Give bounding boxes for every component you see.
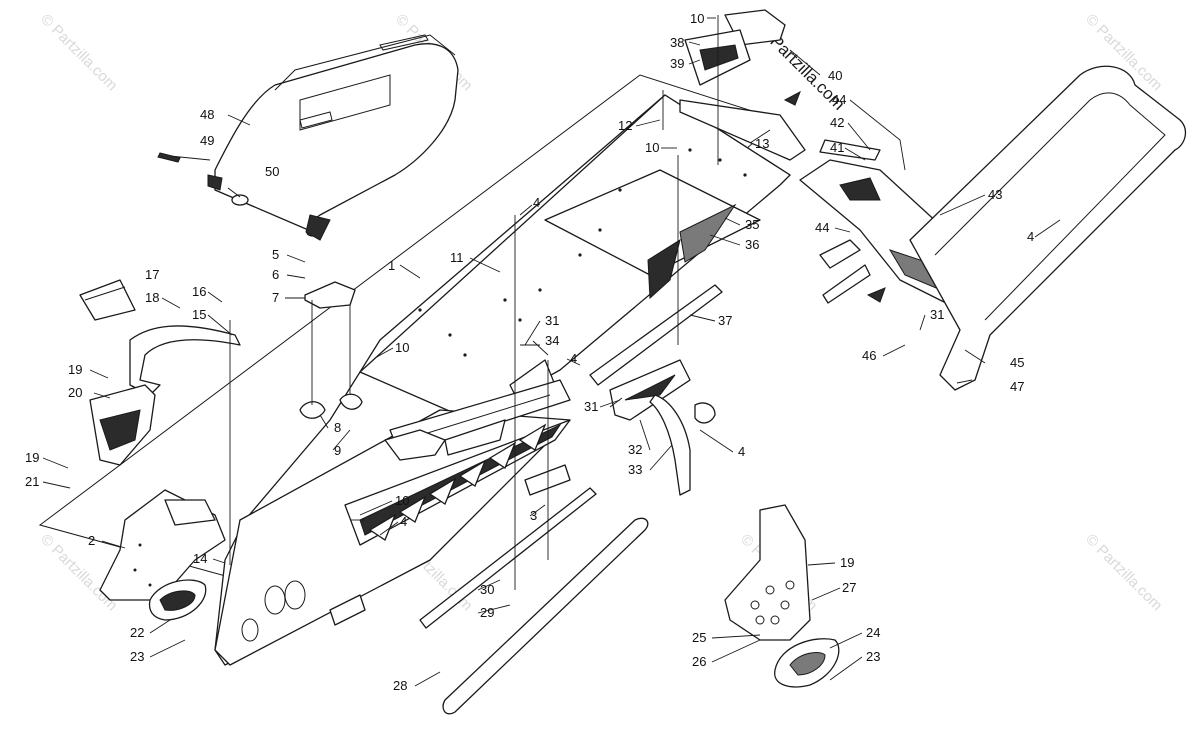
tube-29 [442, 517, 649, 715]
callout-5: 5 [272, 247, 279, 262]
plate-9 [339, 393, 363, 410]
washer-50 [231, 194, 249, 206]
callout-26: 26 [692, 654, 706, 669]
callout-4: 4 [400, 514, 407, 529]
mount-bracket-7 [304, 281, 356, 309]
callout-19: 19 [25, 450, 39, 465]
seat [207, 34, 459, 241]
arrow-indicator [783, 90, 801, 106]
fastener-lines [229, 15, 719, 590]
callout-20: 20 [68, 385, 82, 400]
callout-19: 19 [68, 362, 82, 377]
callout-13: 13 [755, 136, 769, 151]
callout-25: 25 [692, 630, 706, 645]
callout-11: 11 [450, 250, 464, 265]
watermark: © Partzilla.com [37, 11, 120, 94]
callout-4: 4 [570, 351, 577, 366]
callout-39: 39 [670, 56, 684, 71]
callout-18: 18 [145, 290, 159, 305]
callout-35: 35 [745, 217, 759, 232]
callout-16: 16 [192, 284, 206, 299]
callout-33: 33 [628, 462, 642, 477]
callout-23: 23 [866, 649, 880, 664]
callout-19: 19 [840, 555, 854, 570]
callout-38: 38 [670, 35, 684, 50]
callout-17: 17 [145, 267, 159, 282]
callout-45: 45 [1010, 355, 1024, 370]
callout-15: 15 [192, 307, 206, 322]
callout-10: 10 [645, 140, 659, 155]
clip-4 [694, 402, 716, 424]
plate-8 [299, 401, 326, 419]
footrest-plate [724, 504, 811, 641]
callout-3: 3 [530, 508, 537, 523]
callout-23: 23 [130, 649, 144, 664]
callout-31: 31 [584, 399, 598, 414]
callout-22: 22 [130, 625, 144, 640]
callout-24: 24 [866, 625, 880, 640]
bracket-left [99, 489, 226, 601]
tunnel-side [214, 409, 571, 666]
callout-42: 42 [830, 115, 844, 130]
callout-6: 6 [272, 267, 279, 282]
callout-32: 32 [628, 442, 642, 457]
callout-7: 7 [272, 290, 279, 305]
callout-31: 31 [545, 313, 559, 328]
callout-8: 8 [334, 420, 341, 435]
callout-4: 4 [738, 444, 745, 459]
callout-40: 40 [828, 68, 842, 83]
callout-37: 37 [718, 313, 732, 328]
callout-4: 4 [533, 195, 540, 210]
callout-12: 12 [618, 118, 632, 133]
callout-29: 29 [480, 605, 494, 620]
rail-37 [589, 284, 723, 386]
callout-2: 2 [88, 533, 95, 548]
callout-48: 48 [200, 107, 214, 122]
callout-49: 49 [200, 133, 214, 148]
callout-10: 10 [395, 340, 409, 355]
mount-plate [679, 99, 806, 161]
callout-28: 28 [393, 678, 407, 693]
callout-10: 10 [690, 11, 704, 26]
callout-43: 43 [988, 187, 1002, 202]
callout-47: 47 [1010, 379, 1024, 394]
callout-leaders [42, 17, 1061, 687]
callout-31: 31 [930, 307, 944, 322]
rail-30 [419, 487, 597, 629]
callout-30: 30 [480, 582, 494, 597]
callout-14: 14 [193, 551, 207, 566]
callout-44: 44 [815, 220, 829, 235]
tunnel-rivets [418, 148, 747, 357]
callout-21: 21 [25, 474, 39, 489]
rod-33 [649, 394, 691, 496]
callout-4: 4 [1027, 229, 1034, 244]
callout-27: 27 [842, 580, 856, 595]
callout-1: 1 [388, 258, 395, 273]
callout-34: 34 [545, 333, 559, 348]
callout-44: 44 [832, 92, 846, 107]
bar-15 [129, 325, 241, 396]
callout-41: 41 [830, 140, 844, 155]
callout-46: 46 [862, 348, 876, 363]
callout-10: 10 [395, 493, 409, 508]
bracket-3 [524, 464, 571, 496]
cover-17 [79, 279, 136, 321]
arrow-indicator [866, 287, 886, 303]
callouts: 10 38 39 40 44 42 41 43 44 4 12 13 10 48… [25, 11, 1034, 693]
callout-50: 50 [265, 164, 279, 179]
callout-36: 36 [745, 237, 759, 252]
bracket-center [384, 429, 446, 461]
watermark: © Partzilla.com [1082, 531, 1165, 614]
callout-9: 9 [334, 443, 341, 458]
